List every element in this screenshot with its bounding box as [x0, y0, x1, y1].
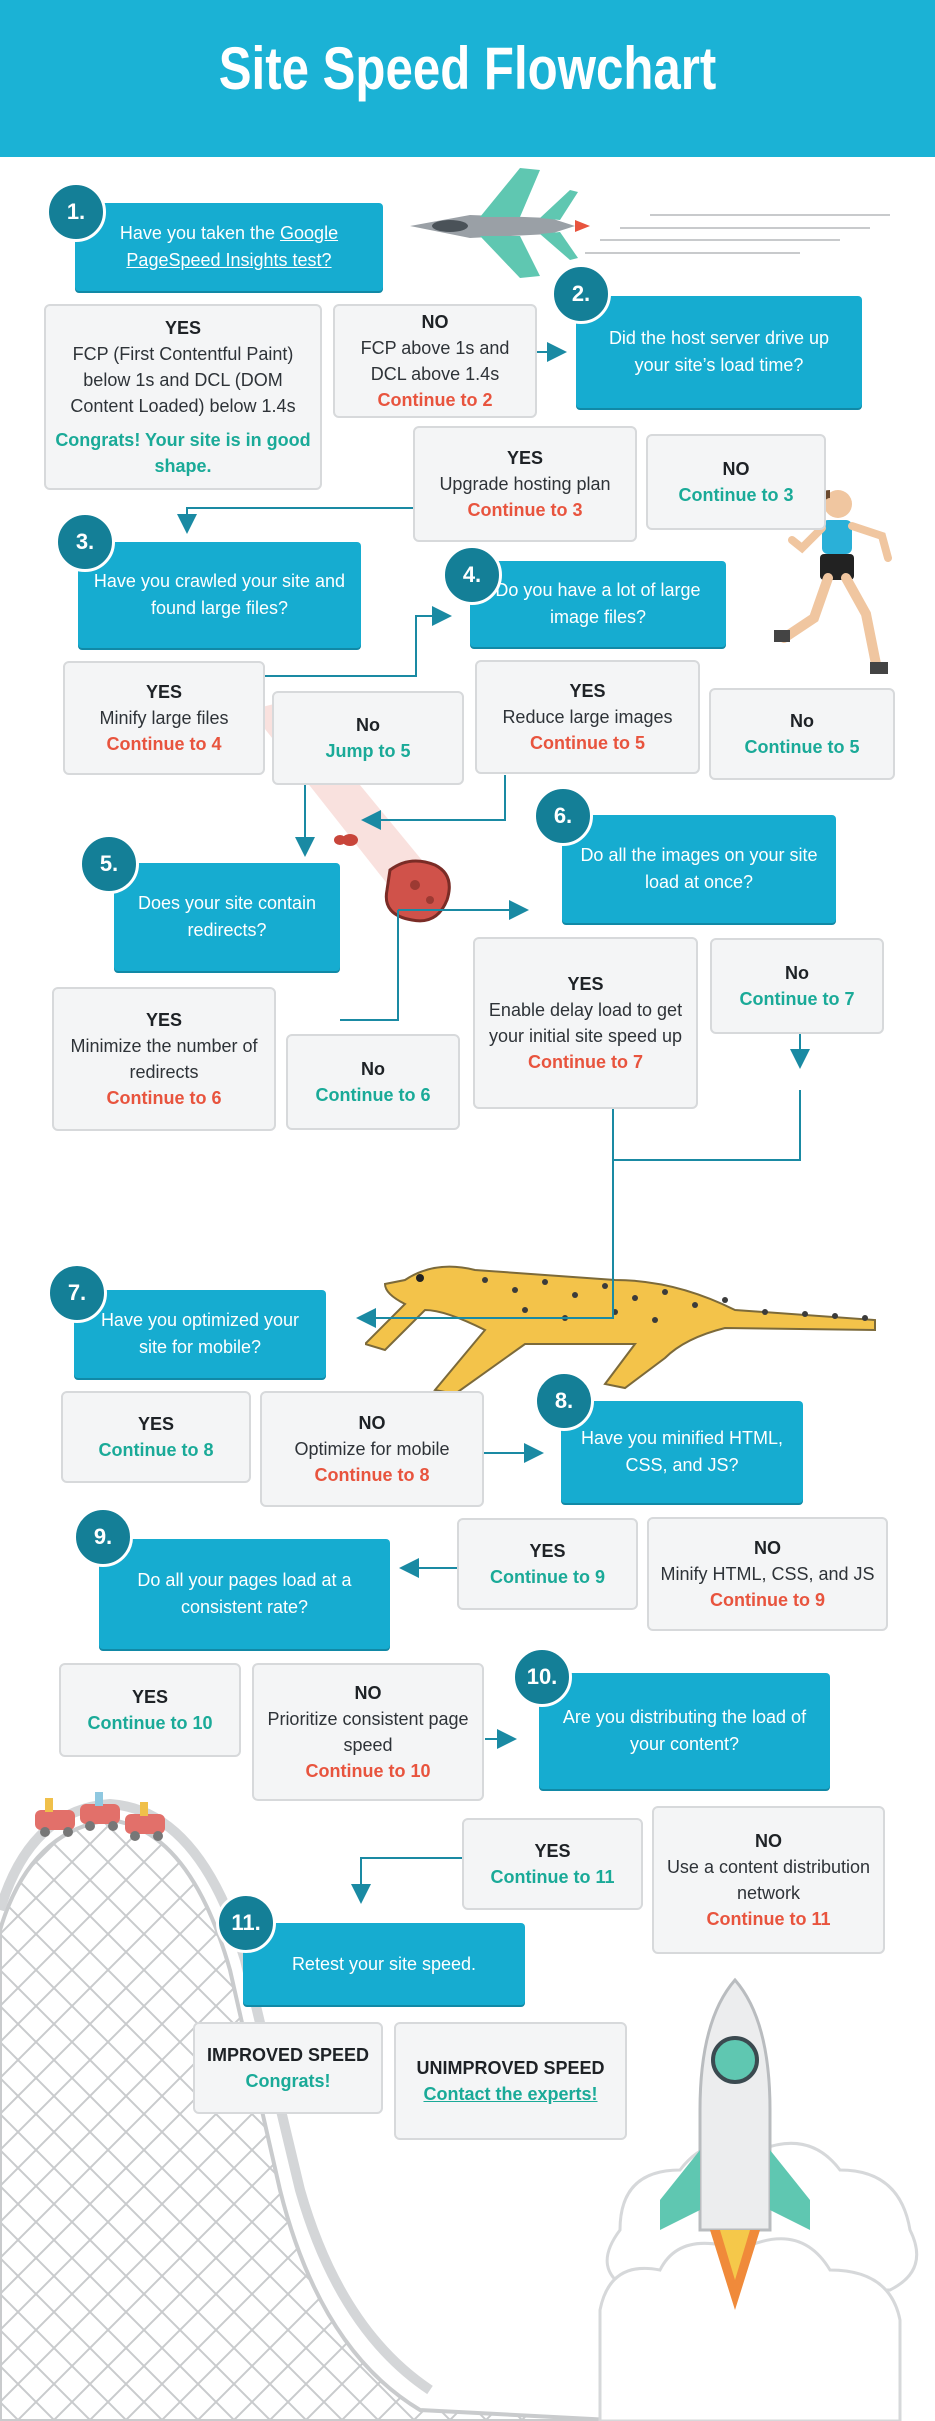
answer-9-no: NO Prioritize consistent page speed Cont… — [252, 1663, 484, 1801]
answer-2-yes: YES Upgrade hosting plan Continue to 3 — [413, 426, 637, 542]
step-number-1: 1. — [46, 182, 106, 242]
question-3: Have you crawled your site and found lar… — [78, 542, 361, 648]
page-title: Site Speed Flowchart — [218, 35, 717, 102]
step-number-7: 7. — [47, 1263, 107, 1323]
cheetah-icon — [365, 1265, 876, 1395]
answer-4-yes: YES Reduce large images Continue to 5 — [475, 660, 700, 774]
question-4: Do you have a lot of large image files? — [470, 561, 726, 647]
pagespeed-link[interactable]: Google PageSpeed Insights test? — [126, 223, 339, 270]
question-5: Does your site contain redirects? — [114, 863, 340, 971]
answer-6-no: No Continue to 7 — [710, 938, 884, 1034]
header-banner: Site Speed Flowchart — [0, 0, 935, 157]
answer-11-unimproved: UNIMPROVED SPEED Contact the experts! — [394, 2022, 627, 2140]
step-number-2: 2. — [551, 264, 611, 324]
answer-5-yes: YES Minimize the number of redirects Con… — [52, 987, 276, 1131]
answer-1-yes: YES FCP (First Contentful Paint) below 1… — [44, 304, 322, 490]
roller-coaster-icon — [0, 1792, 630, 2421]
answer-3-no: No Jump to 5 — [272, 691, 464, 785]
answer-9-yes: YES Continue to 10 — [59, 1663, 241, 1757]
question-8: Have you minified HTML, CSS, and JS? — [561, 1401, 803, 1503]
answer-3-yes: YES Minify large files Continue to 4 — [63, 661, 265, 775]
step-number-5: 5. — [79, 834, 139, 894]
step-number-11: 11. — [216, 1893, 276, 1953]
step-number-3: 3. — [55, 512, 115, 572]
question-6: Do all the images on your site load at o… — [562, 815, 836, 923]
step-number-8: 8. — [534, 1371, 594, 1431]
answer-7-no: NO Optimize for mobile Continue to 8 — [260, 1391, 484, 1507]
runner-icon — [774, 490, 892, 674]
answer-6-yes: YES Enable delay load to get your initia… — [473, 937, 698, 1109]
answer-4-no: No Continue to 5 — [709, 688, 895, 780]
rocket-icon — [598, 1977, 919, 2421]
answer-8-yes: YES Continue to 9 — [457, 1518, 638, 1610]
question-10: Are you distributing the load of your co… — [539, 1673, 830, 1789]
answer-11-improved: IMPROVED SPEED Congrats! — [193, 2022, 383, 2114]
contact-experts-link[interactable]: Contact the experts! — [423, 2084, 598, 2104]
question-7: Have you optimized your site for mobile? — [74, 1290, 326, 1378]
answer-10-no: NO Use a content distribution network Co… — [652, 1806, 885, 1954]
answer-8-no: NO Minify HTML, CSS, and JS Continue to … — [647, 1517, 888, 1631]
answer-2-no: NO Continue to 3 — [646, 434, 826, 530]
answer-5-no: No Continue to 6 — [286, 1034, 460, 1130]
jet-icon — [410, 168, 890, 278]
answer-10-yes: YES Continue to 11 — [462, 1818, 643, 1910]
step-number-10: 10. — [512, 1647, 572, 1707]
question-9: Do all your pages load at a consistent r… — [99, 1539, 390, 1649]
step-number-9: 9. — [73, 1507, 133, 1567]
question-1: Have you taken the Google PageSpeed Insi… — [75, 203, 383, 291]
question-2: Did the host server drive up your site’s… — [576, 296, 862, 408]
answer-1-no: NO FCP above 1s and DCL above 1.4s Conti… — [333, 304, 537, 418]
question-11: Retest your site speed. — [243, 1923, 525, 2005]
step-number-4: 4. — [442, 545, 502, 605]
step-number-6: 6. — [533, 786, 593, 846]
answer-7-yes: YES Continue to 8 — [61, 1391, 251, 1483]
